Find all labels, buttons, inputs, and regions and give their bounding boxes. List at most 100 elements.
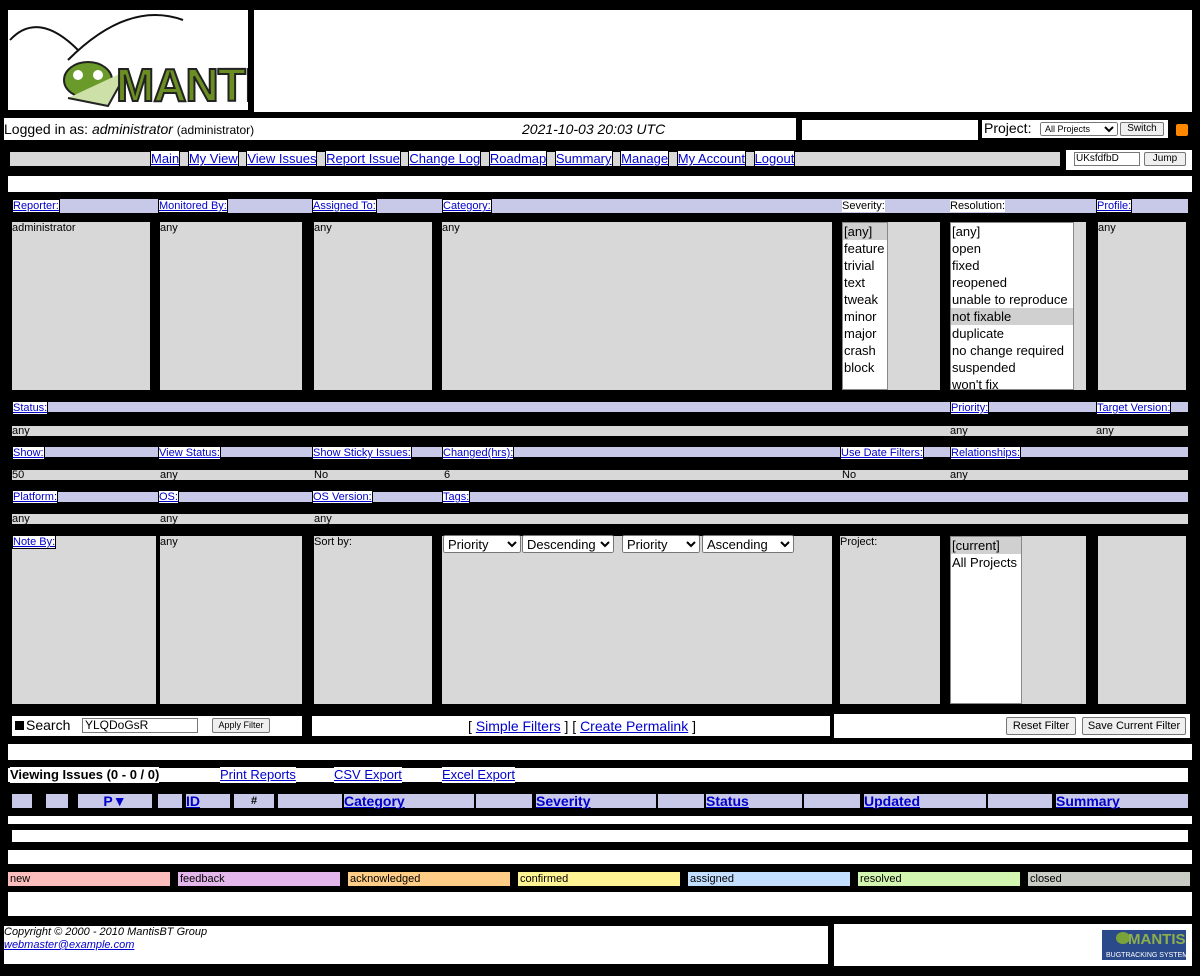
priority-value: any bbox=[950, 425, 968, 437]
severity-option[interactable]: major bbox=[844, 326, 877, 341]
os-version-filter-link[interactable]: OS Version: bbox=[312, 490, 373, 504]
resolution-label: Resolution: bbox=[950, 200, 1006, 212]
sort2-field-select[interactable]: Priority bbox=[622, 535, 700, 553]
severity-option[interactable]: minor bbox=[844, 309, 877, 324]
assigned-filter-link[interactable]: Assigned To: bbox=[312, 199, 377, 213]
severity-option[interactable]: [any] bbox=[843, 223, 887, 240]
csv-export-link[interactable]: CSV Export bbox=[334, 767, 402, 783]
save-filter-button[interactable]: Save Current Filter bbox=[1082, 717, 1186, 735]
username: administrator bbox=[91, 121, 173, 137]
webmaster-email-link[interactable]: webmaster@example.com bbox=[4, 939, 135, 951]
legend-closed: closed bbox=[1028, 872, 1190, 886]
note-by-filter-link[interactable]: Note By: bbox=[12, 535, 57, 549]
col-spacer bbox=[158, 794, 182, 808]
resolution-option[interactable]: fixed bbox=[952, 258, 980, 273]
project-label: Project: bbox=[984, 120, 1032, 136]
reset-filter-button[interactable]: Reset Filter bbox=[1006, 717, 1076, 735]
legend-acknowledged: acknowledged bbox=[348, 872, 510, 886]
spacer-row-2 bbox=[8, 744, 1192, 760]
platform-filter-link[interactable]: Platform: bbox=[12, 490, 59, 504]
show-filter-link[interactable]: Show: bbox=[12, 446, 45, 460]
simple-filters-link[interactable]: Simple Filters bbox=[475, 718, 561, 734]
os-filter-link[interactable]: OS: bbox=[158, 490, 179, 504]
nav-roadmap[interactable]: Roadmap bbox=[488, 150, 548, 167]
col-status[interactable]: Status bbox=[706, 794, 802, 808]
sort2-dir-select[interactable]: Ascending bbox=[702, 535, 794, 553]
relationships-filter-link[interactable]: Relationships: bbox=[950, 446, 1022, 460]
severity-option[interactable]: block bbox=[844, 360, 875, 375]
nav-my-account[interactable]: My Account bbox=[676, 150, 746, 167]
col-priority[interactable]: P▼ bbox=[78, 794, 152, 808]
profile-filter-link[interactable]: Profile: bbox=[1096, 199, 1133, 213]
view-status-filter-link[interactable]: View Status: bbox=[158, 446, 221, 460]
date-filter-link[interactable]: Use Date Filters: bbox=[840, 446, 924, 460]
col-notes: # bbox=[234, 794, 274, 808]
status-filter-link[interactable]: Status: bbox=[12, 401, 49, 415]
jump-button[interactable]: Jump bbox=[1144, 152, 1186, 166]
search-input[interactable]: YLQDoGsR bbox=[82, 718, 198, 733]
nav-summary[interactable]: Summary bbox=[554, 150, 613, 167]
severity-option[interactable]: crash bbox=[844, 343, 876, 358]
changed-filter-link[interactable]: Changed(hrs): bbox=[442, 446, 515, 460]
nav-logout[interactable]: Logout bbox=[753, 150, 796, 167]
legend-new: new bbox=[8, 872, 170, 886]
nav-manage[interactable]: Manage bbox=[620, 150, 670, 167]
filter-row4-bar bbox=[12, 492, 1188, 502]
reporter-filter-link[interactable]: Reporter: bbox=[12, 199, 60, 213]
category-filter-link[interactable]: Category: bbox=[442, 199, 492, 213]
severity-option[interactable]: feature bbox=[844, 241, 885, 256]
col-edit bbox=[46, 794, 68, 808]
resolution-option[interactable]: duplicate bbox=[952, 326, 1005, 341]
resolution-option[interactable]: won't fix bbox=[952, 377, 999, 390]
col-pad1 bbox=[278, 794, 342, 808]
nav-my-view[interactable]: My View bbox=[187, 150, 239, 167]
search-checkbox[interactable] bbox=[15, 721, 24, 730]
search-label: Search bbox=[26, 717, 71, 733]
nav-main[interactable]: Main bbox=[150, 150, 181, 167]
resolution-listbox[interactable]: [any] open fixed reopened unable to repr… bbox=[950, 222, 1074, 390]
print-reports-link[interactable]: Print Reports bbox=[220, 767, 296, 783]
nav-report-issue[interactable]: Report Issue bbox=[325, 150, 401, 167]
sort1-field-select[interactable]: Priority bbox=[443, 535, 521, 553]
mantis-badge[interactable]: MANTIS BUGTRACKING SYSTEM bbox=[1100, 928, 1188, 962]
severity-option[interactable]: tweak bbox=[844, 292, 878, 307]
resolution-option[interactable]: reopened bbox=[952, 275, 1007, 290]
col-id[interactable]: ID bbox=[186, 794, 230, 808]
excel-export-link[interactable]: Excel Export bbox=[442, 767, 515, 783]
create-permalink-link[interactable]: Create Permalink bbox=[580, 718, 689, 734]
resolution-option[interactable]: open bbox=[952, 241, 981, 256]
col-category[interactable]: Category bbox=[344, 794, 474, 808]
resolution-option[interactable]: suspended bbox=[952, 360, 1016, 375]
switch-button[interactable]: Switch bbox=[1120, 122, 1164, 136]
project-select[interactable]: All Projects bbox=[1040, 122, 1118, 136]
nav-view-issues[interactable]: View Issues bbox=[246, 150, 318, 167]
legend-feedback-label: feedback bbox=[180, 873, 225, 885]
nav-change-log[interactable]: Change Log bbox=[408, 150, 482, 167]
col-summary[interactable]: Summary bbox=[1056, 794, 1188, 808]
sticky-filter-link[interactable]: Show Sticky Issues: bbox=[312, 446, 412, 460]
severity-option[interactable]: trivial bbox=[844, 258, 875, 273]
resolution-option[interactable]: no change required bbox=[952, 343, 1065, 358]
resolution-option[interactable]: [any] bbox=[952, 224, 981, 239]
apply-filter-button[interactable]: Apply Filter bbox=[212, 718, 270, 733]
platform-value: any bbox=[12, 513, 30, 525]
target-version-filter-link[interactable]: Target Version: bbox=[1096, 401, 1172, 415]
jump-input[interactable]: UKsfdfbD bbox=[1074, 152, 1140, 166]
severity-listbox[interactable]: [any] feature trivial text tweak minor m… bbox=[842, 222, 888, 390]
resolution-option[interactable]: unable to reproduce bbox=[952, 292, 1068, 307]
rss-icon[interactable] bbox=[1176, 124, 1188, 136]
project-list-option[interactable]: [current] bbox=[951, 537, 1021, 554]
severity-option[interactable]: text bbox=[844, 275, 865, 290]
col-severity[interactable]: Severity bbox=[536, 794, 656, 808]
project-listbox[interactable]: [current] All Projects bbox=[950, 536, 1022, 704]
legend-feedback: feedback bbox=[178, 872, 340, 886]
resolution-option[interactable]: not fixable bbox=[951, 308, 1073, 325]
project-list-option[interactable]: All Projects bbox=[952, 555, 1018, 570]
tags-filter-link[interactable]: Tags: bbox=[442, 490, 471, 504]
search-form: Search YLQDoGsR Apply Filter bbox=[12, 716, 302, 736]
monitored-filter-link[interactable]: Monitored By: bbox=[158, 199, 228, 213]
sort1-dir-select[interactable]: Descending bbox=[522, 535, 614, 553]
logo-box[interactable]: MANTIS bbox=[8, 10, 248, 110]
priority-filter-link[interactable]: Priority: bbox=[950, 401, 990, 415]
col-updated[interactable]: Updated bbox=[864, 794, 986, 808]
